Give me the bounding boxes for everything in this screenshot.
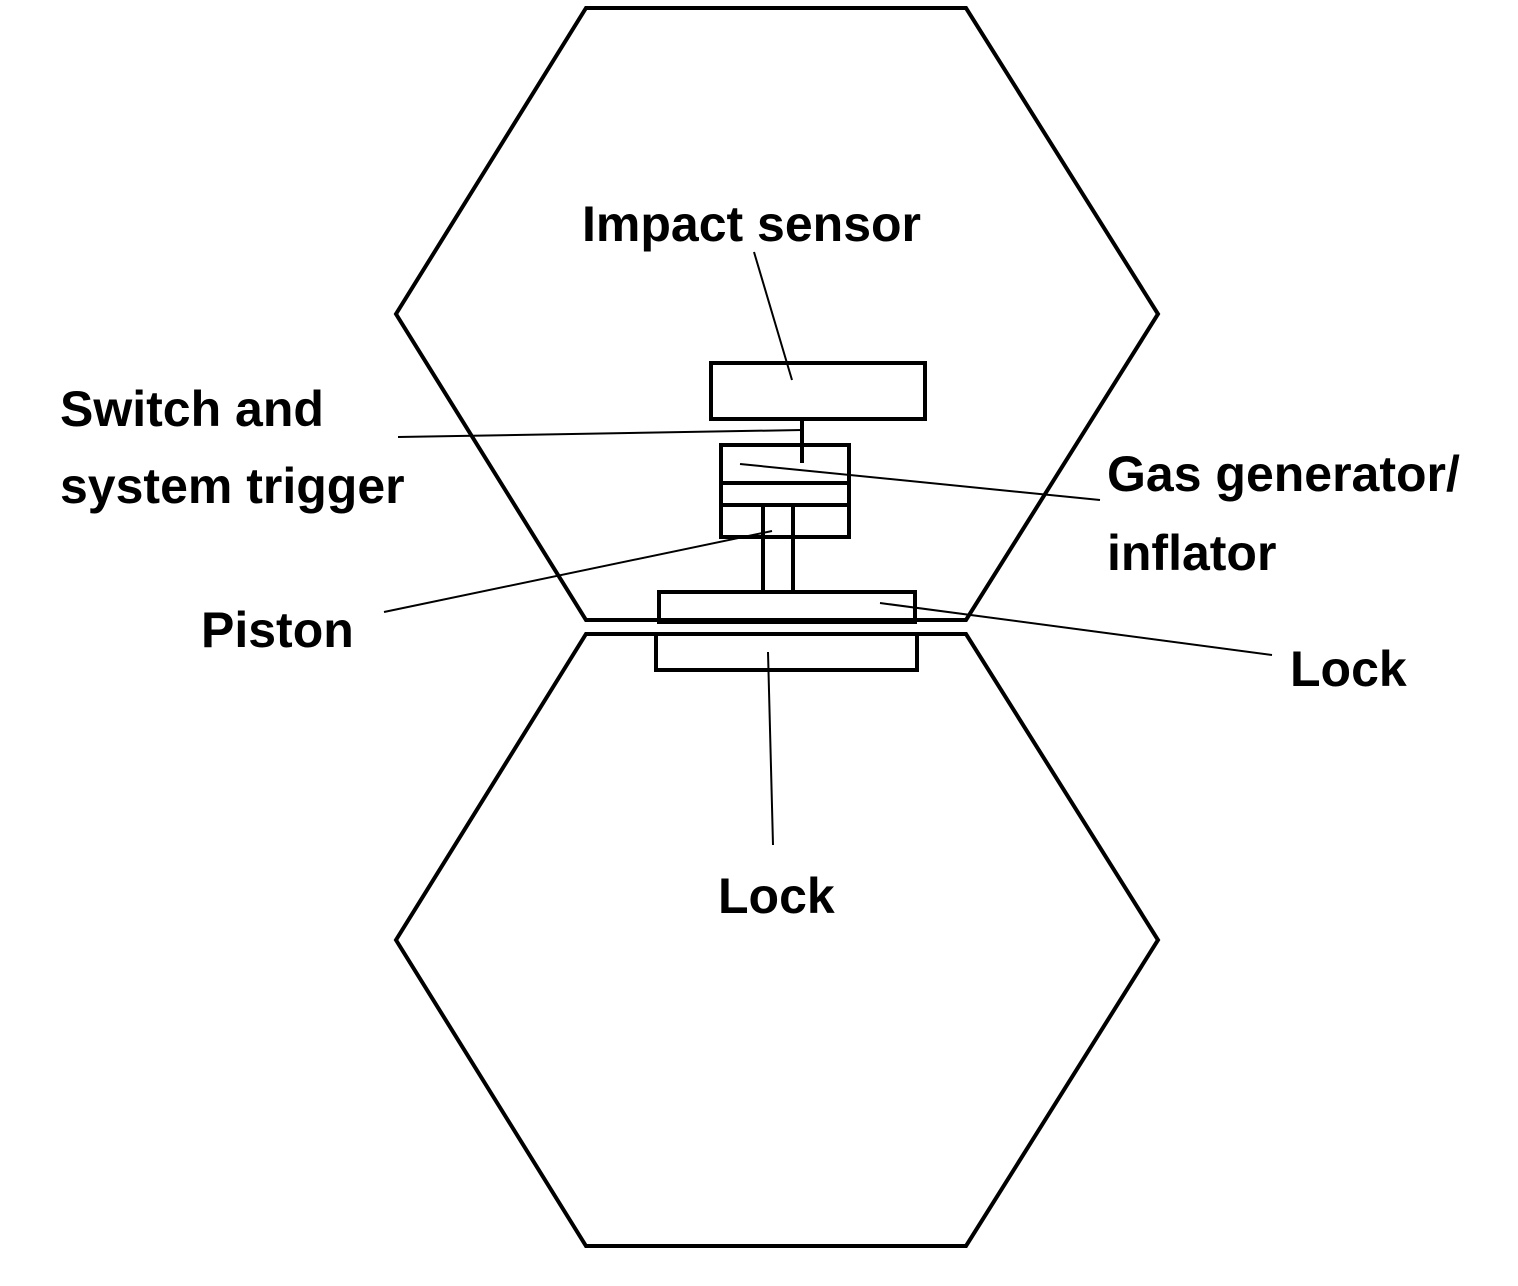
gas-generator-leader bbox=[739, 463, 1101, 501]
impact-sensor-leader bbox=[753, 251, 793, 381]
switch-label-line2: system trigger bbox=[60, 458, 405, 514]
lock-bottom-leader bbox=[767, 651, 774, 846]
lock-right-leader bbox=[879, 602, 1273, 656]
gas-generator-label-line2: inflator bbox=[1107, 525, 1276, 581]
piston-rod bbox=[761, 503, 795, 594]
piston-label: Piston bbox=[201, 602, 354, 658]
gas-generator-housing bbox=[719, 443, 851, 539]
impact-sensor-box bbox=[709, 361, 927, 421]
lower-hexagon bbox=[393, 632, 1161, 1248]
switch-trigger-leader bbox=[397, 429, 803, 438]
upper-lock-plate bbox=[657, 590, 917, 624]
lock-bottom-label: Lock bbox=[718, 868, 835, 924]
piston-leader bbox=[383, 530, 773, 613]
switch-label-line1: Switch and bbox=[60, 381, 324, 437]
gas-generator-label-line1: Gas generator/ bbox=[1107, 446, 1460, 502]
upper-hexagon bbox=[393, 6, 1161, 622]
impact-sensor-label: Impact sensor bbox=[582, 196, 921, 252]
lock-right-label: Lock bbox=[1290, 641, 1407, 697]
lower-lock-plate bbox=[654, 632, 919, 672]
